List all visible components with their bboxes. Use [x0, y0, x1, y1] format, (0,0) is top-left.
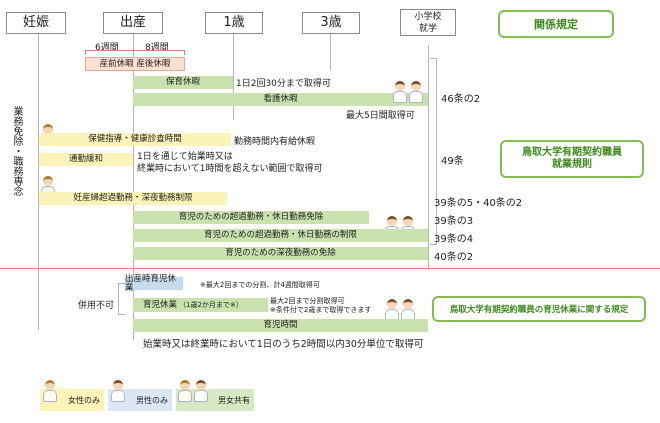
combined-not-allowed: 併用不可	[78, 301, 115, 311]
week-label-8: 8週間	[145, 43, 169, 53]
stage-3yr: 3歳	[302, 12, 360, 34]
row-child-overtime-limit-label: 育児のための超過勤務・休日勤務の制限	[203, 230, 357, 241]
male-figure-icon	[400, 299, 416, 321]
male-figure-icon	[408, 81, 424, 103]
health-guidance-note: 勤務時間内有給休暇	[234, 137, 316, 147]
stage-1yr: 1歳	[205, 12, 263, 34]
row-health-guidance: 保健指導・健康診査時間	[39, 133, 231, 146]
female-figure-icon	[177, 380, 193, 402]
row-maternity-label: 産前休暇 産後休暇	[99, 58, 171, 69]
legend-female-label: 女性のみ	[68, 395, 100, 405]
male-figure-icon	[392, 81, 408, 103]
row-commute-label: 通勤緩和	[68, 154, 103, 165]
ref-childcare-rules: 鳥取大学有期契約職員の育児休業に関する規定	[432, 296, 646, 322]
row-pregnant-overtime-label: 妊産婦超過勤務・深夜勤務制限	[73, 193, 193, 204]
combined-bracket	[118, 283, 125, 315]
row-childcare-leave2-sub: （1歳2か月まで※）	[179, 300, 243, 309]
side-label: 業務免除・職務専念	[11, 106, 22, 196]
legend-both-label: 男女共有	[218, 395, 250, 405]
stage-birth: 出産	[103, 12, 163, 34]
row-child-overtime-exempt-label: 育児のための超過勤務・休日勤務免除	[178, 212, 324, 223]
ref-rules: 鳥取大学有期契約職員 就業規則	[500, 140, 644, 178]
stage-school: 小学校 就学	[400, 9, 456, 36]
row-child-night-exempt: 育児のための深夜勤務の免除	[133, 247, 428, 260]
commute-note: 1日を通じて始業時又は 終業時において1時間を超えない範囲で取得可	[137, 152, 323, 174]
row-pregnant-overtime: 妊産婦超過勤務・深夜勤務制限	[39, 192, 227, 205]
ref-header: 関係規定	[498, 10, 614, 38]
row-maternity-leave: 産前休暇 産後休暇	[85, 57, 185, 71]
timeline-line-3yr	[330, 30, 331, 70]
row-health-guidance-label: 保健指導・健康診査時間	[88, 134, 182, 145]
legend-male-label: 男性のみ	[136, 395, 168, 405]
row-nursing-leave-label: 看護休暇	[263, 94, 298, 105]
timeline-line-birth	[133, 30, 134, 340]
article-46-2: 46条の2	[441, 94, 481, 105]
row-childcare-leave2: 育児休業 （1歳2か月まで※）	[133, 298, 268, 312]
childcare-leave-note: 1日2回30分まで取得可	[236, 79, 331, 89]
row-child-overtime-limit: 育児のための超過勤務・休日勤務の制限	[133, 229, 428, 242]
female-figure-icon	[42, 380, 58, 402]
row-child-overtime-exempt: 育児のための超過勤務・休日勤務免除	[133, 211, 369, 224]
timeline-line-1yr	[233, 30, 234, 120]
week-bracket	[85, 50, 185, 55]
article-39-3: 39条の3	[434, 216, 474, 227]
row-childcare-leave-label: 保育休暇	[165, 77, 200, 88]
nursing-leave-note: 最大5日間取得可	[346, 111, 415, 121]
timeline-line-school	[428, 45, 429, 270]
male-figure-icon	[110, 380, 126, 402]
stage-pregnancy: 妊娠	[6, 12, 66, 34]
row-childcare-time-label: 育児時間	[263, 320, 298, 331]
article-39-5: 39条の5・40条の2	[434, 198, 523, 209]
row-childcare-leave2-label: 育児休業	[143, 299, 178, 310]
section-divider	[0, 268, 660, 269]
row-nursing-leave: 看護休暇	[133, 93, 428, 106]
article-49: 49条	[441, 156, 464, 167]
article-40-2: 40条の2	[434, 252, 474, 263]
row-birth-childcare-label: 出産時育児休業	[125, 274, 177, 293]
row-child-night-exempt-label: 育児のための深夜勤務の免除	[225, 248, 336, 259]
timeline-line-pregnancy	[38, 30, 39, 330]
week-label-6: 6週間	[95, 43, 119, 53]
article-39-4: 39条の4	[434, 234, 474, 245]
male-figure-icon	[193, 380, 209, 402]
male-figure-icon	[384, 299, 400, 321]
row-birth-childcare-leave: 出産時育児休業	[125, 274, 183, 293]
childcare-leave2-note: 最大2回まで分割取得可 ※条件付で2歳まで取得できます	[270, 297, 372, 314]
row-childcare-time: 育児時間	[133, 319, 428, 332]
row-commute: 通勤緩和	[39, 153, 133, 166]
row-childcare-leave: 保育休暇	[133, 76, 233, 89]
article-bracket	[430, 58, 437, 245]
birth-childcare-note: ※最大2回までの分割、計4週間取得可	[200, 281, 320, 289]
childcare-time-note: 始業時又は終業時において1日のうち2時間以内30分単位で取得可	[143, 339, 424, 350]
